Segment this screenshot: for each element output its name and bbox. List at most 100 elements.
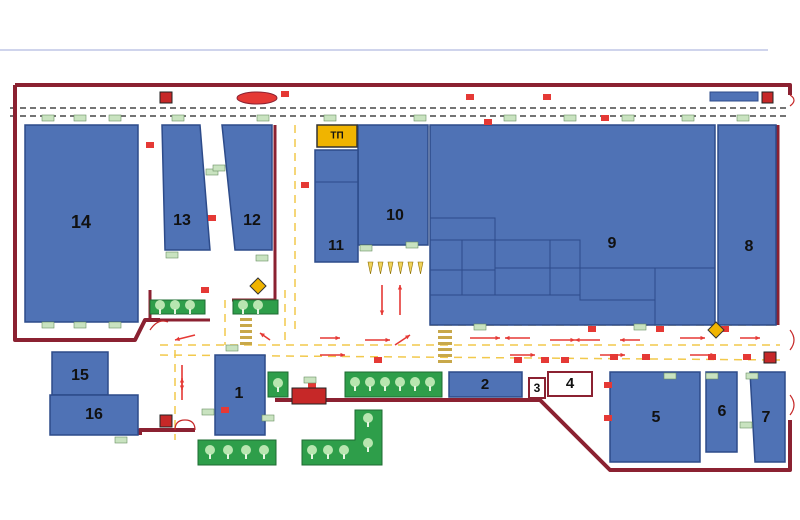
transformer-label: ТП [330, 131, 343, 142]
evacuation-sign-icon [503, 114, 517, 122]
evacuation-sign-icon [681, 114, 695, 122]
evacuation-sign-icon [473, 323, 487, 331]
building-12 [221, 124, 273, 251]
fire-hydrant-icon [201, 287, 209, 293]
building-10-label: 10 [386, 207, 404, 224]
evacuation-sign-icon [563, 114, 577, 122]
tree-icon [259, 445, 269, 459]
direction-arrow-icon [575, 337, 600, 343]
fire-hydrant-icon [484, 119, 492, 125]
building-10-interior [315, 150, 359, 262]
building-6-label: 6 [718, 403, 727, 420]
evacuation-sign-icon [405, 241, 419, 249]
trees-layer [155, 300, 435, 459]
tree-icon [273, 378, 283, 392]
railway-line [10, 107, 790, 117]
building-16 [49, 394, 139, 436]
checkpoint-top [159, 91, 173, 104]
tree-icon [253, 300, 263, 314]
checkpoint-gate-main [291, 387, 327, 405]
tree-icon [365, 377, 375, 391]
checkpoint-top-right-bar [709, 91, 759, 102]
fire-hydrant-icon [514, 357, 522, 363]
checkpoints [159, 91, 777, 428]
tree-icon [363, 438, 373, 452]
tree-icon [185, 300, 195, 314]
crosswalks [240, 318, 452, 363]
direction-arrow-icon [510, 352, 535, 358]
perimeter-fence [13, 83, 792, 472]
gate-icon [789, 394, 795, 416]
fire-hydrant-icon [642, 354, 650, 360]
checkpoint-left [159, 414, 173, 428]
building-2 [448, 371, 523, 398]
direction-arrow-icon [505, 335, 530, 341]
evacuation-sign-icon [108, 321, 122, 329]
crosswalk-1 [240, 318, 252, 345]
building-8-label: 8 [745, 238, 754, 255]
evacuation-sign-icon [165, 251, 179, 259]
assembly-points [249, 277, 725, 339]
fire-hydrant-icon [466, 94, 474, 100]
evacuation-sign-icon [205, 168, 219, 176]
fire-hydrant-icon [604, 382, 612, 388]
building-7-label: 7 [762, 409, 771, 426]
building-5-label: 5 [652, 409, 661, 426]
evacuation-sign-icon [225, 344, 239, 352]
building-13 [161, 124, 211, 251]
fire-hydrant-icon [281, 91, 289, 97]
building-14 [24, 124, 139, 323]
fire-hydrant-icon [588, 326, 596, 332]
fire-hydrant-icon [708, 354, 716, 360]
fire-hydrant-icon [601, 115, 609, 121]
evacuation-sign-icon [255, 254, 269, 262]
safety-marks [41, 91, 759, 444]
fire-hydrant-icon [610, 354, 618, 360]
tree-icon [363, 413, 373, 427]
checkpoint-top-right [761, 91, 774, 104]
evacuation-sign-icon [303, 376, 317, 384]
building-14-label: 14 [71, 212, 91, 232]
direction-arrow-icon [174, 334, 196, 342]
evacuation-sign-icon [212, 164, 226, 172]
transformer-substation: ТП [316, 124, 358, 148]
fire-hydrant-icon [743, 354, 751, 360]
evacuation-sign-icon [739, 421, 753, 429]
building-8 [717, 124, 777, 326]
tree-icon [205, 445, 215, 459]
direction-arrow-icon [259, 332, 271, 341]
building-15-label: 15 [71, 367, 89, 384]
direction-arrow-icon [620, 337, 640, 343]
building-2-label: 2 [481, 376, 489, 393]
assembly-point-icon [249, 277, 267, 295]
building-1-label: 1 [235, 385, 244, 402]
tree-icon [350, 377, 360, 391]
direction-arrow-icon [365, 337, 390, 343]
evacuation-sign-icon [323, 114, 337, 122]
checkpoint-right [763, 351, 777, 364]
evacuation-sign-icon [705, 372, 719, 380]
building-13-label: 13 [173, 212, 191, 229]
evacuation-sign-icon [108, 114, 122, 122]
checkpoint-oval [236, 91, 278, 105]
evacuation-sign-icon [621, 114, 635, 122]
fire-hydrant-icon [604, 415, 612, 421]
evacuation-sign-icon [41, 114, 55, 122]
direction-arrow-icon [550, 337, 575, 343]
green-area-6 [301, 409, 383, 466]
direction-arrow-icon [179, 378, 185, 400]
fire-hydrant-icon [561, 357, 569, 363]
evacuation-sign-icon [201, 408, 215, 416]
fire-hydrant-icon [721, 326, 729, 332]
building-12-label: 12 [243, 212, 261, 229]
building-5 [609, 371, 701, 463]
gate-icon [184, 419, 196, 431]
building-6 [705, 371, 738, 453]
buildings-layer [24, 124, 786, 463]
direction-arrow-icon [397, 285, 403, 315]
tree-icon [380, 377, 390, 391]
evacuation-sign-icon [633, 323, 647, 331]
gate-icon [149, 320, 169, 331]
direction-arrow-icon [680, 335, 705, 341]
evacuation-sign-icon [114, 436, 128, 444]
